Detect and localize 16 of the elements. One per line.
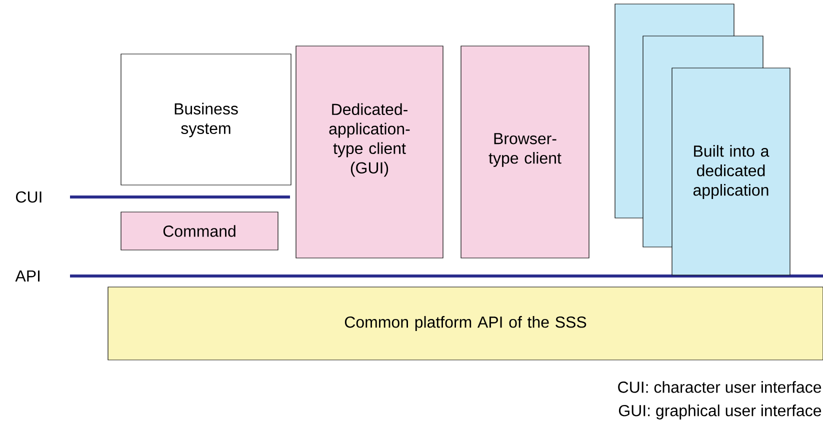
component-box	[672, 68, 790, 276]
component-box	[120, 54, 292, 186]
platform-band	[108, 286, 823, 360]
box-label: Command	[163, 225, 236, 237]
box-label: Business system	[174, 102, 238, 138]
note-text: CUI: character user interface	[618, 381, 822, 393]
note-text: GUI: graphical user interface	[618, 404, 822, 420]
box-label: Dedicated-application-type client (GUI)	[329, 103, 410, 177]
box-label: Common platform API of the SSS	[344, 316, 586, 331]
box-label: Browser-type client	[488, 133, 562, 167]
component-box	[120, 212, 278, 250]
component-box	[296, 46, 444, 258]
layer-label: CUI	[16, 191, 42, 203]
component-box	[460, 46, 590, 258]
layer-label: API	[15, 270, 40, 282]
box-label: Built into a dedicated application	[693, 145, 770, 199]
